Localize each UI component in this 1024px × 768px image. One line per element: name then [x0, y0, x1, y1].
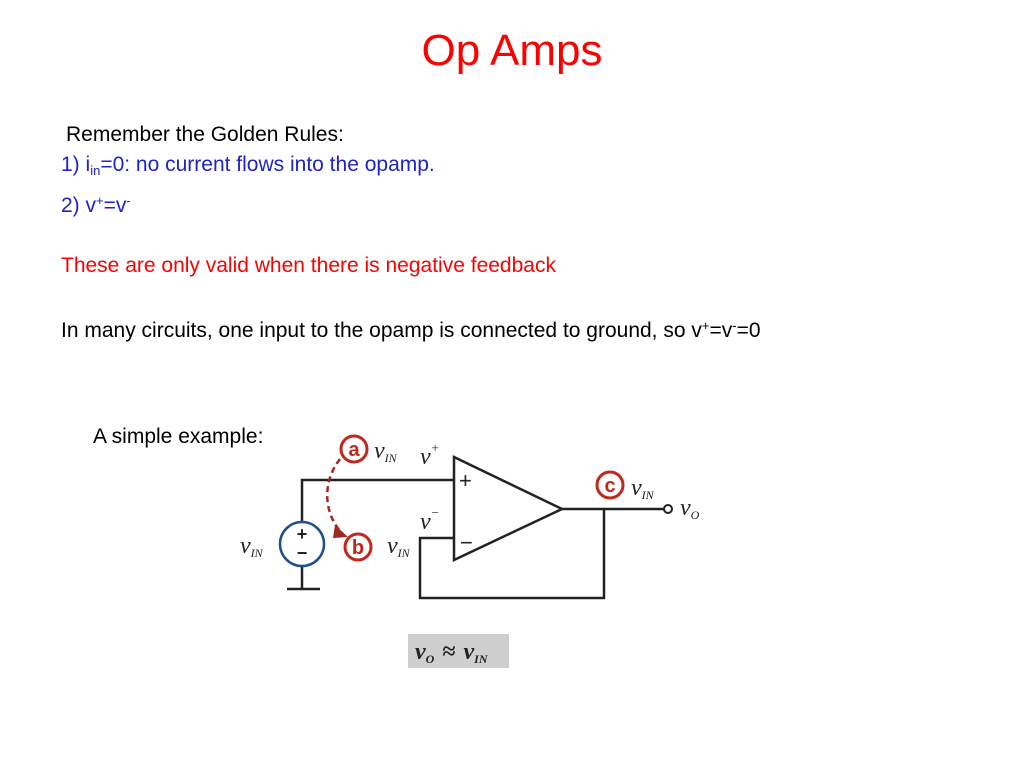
ground-note: In many circuits, one input to the opamp…	[61, 311, 761, 346]
output-terminal	[663, 504, 673, 514]
rule-1-suffix: =0: no current flows into the opamp.	[100, 153, 435, 176]
label-vin-b-sub: IN	[397, 546, 411, 560]
label-v-plus: v+	[420, 440, 439, 470]
label-v-plus-sup: +	[431, 440, 440, 455]
label-vin-top: vIN	[374, 438, 398, 465]
rule-2-plus: +	[96, 193, 104, 208]
spacer	[61, 221, 761, 251]
rule-1-prefix: 1) i	[61, 153, 91, 176]
marker-c-circle	[595, 470, 625, 500]
label-vin-b: vIN	[387, 533, 411, 560]
ground-note-suffix: =0	[736, 319, 761, 342]
label-vo-v: v	[680, 495, 691, 521]
slide-title: Op Amps	[421, 26, 603, 75]
result-vin-sub: IN	[473, 652, 489, 666]
rule-2-prefix: 2) v	[61, 194, 97, 217]
rule-1-subscript: in	[90, 163, 101, 178]
feedback-warning: These are only valid when there is negat…	[61, 254, 556, 277]
source-minus-sign: −	[297, 543, 308, 563]
opamp-minus-sign: −	[460, 530, 473, 555]
label-v-minus-sup: −	[431, 505, 440, 520]
voltage-source	[278, 520, 326, 568]
label-vin-top-sub: IN	[384, 451, 398, 465]
rule-2-minus: -	[126, 193, 131, 208]
result-vin-v: v	[464, 639, 475, 665]
label-vin-c-sub: IN	[641, 488, 655, 502]
label-vin-source: vIN	[240, 533, 264, 560]
ground-note-mid: =v	[709, 319, 733, 342]
label-v-plus-v: v	[420, 444, 431, 470]
label-vin-source-sub: IN	[250, 546, 264, 560]
source-plus-sign: +	[297, 524, 308, 544]
label-v-minus-v: v	[420, 509, 431, 535]
example-label: A simple example:	[93, 425, 264, 448]
label-v-minus: v−	[420, 505, 439, 535]
spacer	[61, 281, 761, 311]
result-equation: vO≈vIN	[415, 639, 489, 666]
result-box	[408, 634, 509, 668]
result-vo-v: v	[415, 639, 426, 665]
rules-heading: Remember the Golden Rules:	[66, 123, 344, 146]
opamp-triangle	[452, 455, 565, 562]
voltage-follower-circuit: + − + − a b c vIN v+ v− vIN vIN vIN vO v…	[240, 434, 700, 668]
marker-a-letter: a	[348, 439, 360, 461]
label-vin-b-v: v	[387, 533, 398, 559]
result-approx: ≈	[442, 639, 455, 665]
golden-rules-text: Remember the Golden Rules: 1) iin=0: no …	[61, 120, 761, 346]
circuit-wires	[287, 478, 664, 600]
label-vin-c-v: v	[631, 475, 642, 501]
marker-a-circle	[339, 434, 369, 464]
label-vin-c: vIN	[631, 475, 655, 502]
wire-plus-input	[300, 478, 454, 522]
rule-1: 1) iin=0: no current flows into the opam…	[61, 150, 761, 186]
marker-c-letter: c	[604, 475, 615, 497]
label-vo-sub: O	[691, 508, 700, 522]
wire-feedback	[418, 509, 606, 600]
label-vin-top-v: v	[374, 438, 385, 464]
dashed-arrow-a-to-b	[326, 458, 341, 532]
arrow-head	[333, 525, 348, 538]
rule-2: 2) v+=v-	[61, 186, 761, 221]
label-vin-source-v: v	[240, 533, 251, 559]
label-vo: vO	[680, 495, 700, 522]
result-vo-sub: O	[426, 652, 435, 666]
rule-2-mid: =v	[103, 194, 127, 217]
ground-note-minus: -	[732, 318, 737, 333]
opamp-plus-sign: +	[459, 468, 472, 493]
marker-b-circle	[343, 532, 373, 562]
marker-b-letter: b	[352, 537, 364, 559]
ground-note-plus: +	[701, 318, 710, 333]
ground-note-prefix: In many circuits, one input to the opamp…	[61, 319, 702, 342]
